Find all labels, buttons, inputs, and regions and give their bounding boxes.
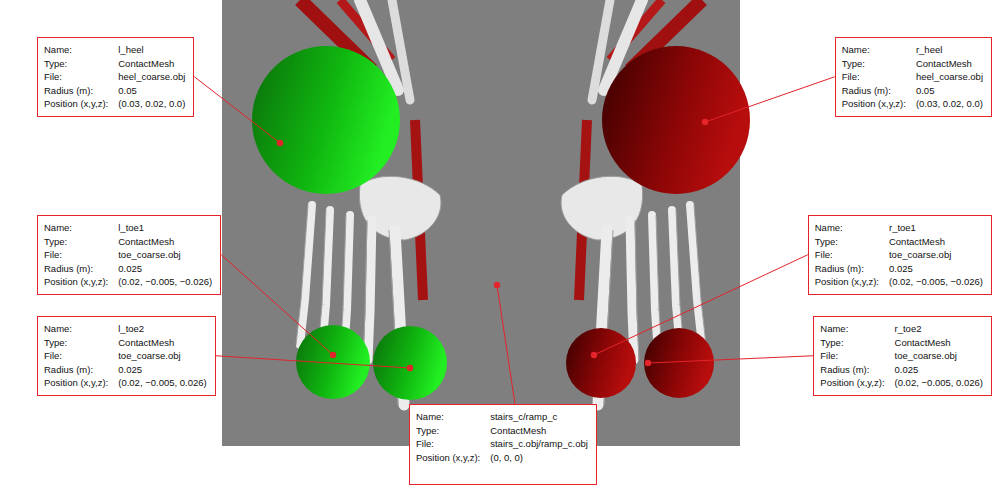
field-label: Name: [815,221,879,235]
field-value: (0, 0, 0) [490,451,588,465]
field-value: toe_coarse.obj [889,248,983,262]
callout-box: Name: r_heelType: ContactMeshFile: heel_coa… [835,37,992,117]
toe-sphere [373,326,447,400]
field-value: 0.025 [889,262,983,276]
field-label: File: [416,437,480,451]
field-label: Radius (m): [820,363,884,377]
leader-line [497,285,515,404]
leader-dot [645,360,651,366]
callout-box: Name: stairs_c/ramp_cType: ContactMeshFile… [409,404,597,485]
field-value: 0.025 [895,363,983,377]
field-value: r_heel [916,43,983,57]
field-label: Name: [820,322,884,336]
field-value: 0.025 [118,262,212,276]
field-label: Type: [44,336,108,350]
field-value: (0.03, 0.02, 0.0) [118,97,185,111]
field-label: File: [44,70,108,84]
leader-line [216,356,410,368]
toe-sphere [566,328,636,398]
field-label: Type: [416,424,480,438]
field-label: Position (x,y,z): [815,275,879,289]
heel-sphere [602,46,750,194]
leader-dot [407,365,413,371]
field-label: Position (x,y,z): [416,451,480,465]
field-label: Name: [842,43,906,57]
heel-sphere [252,46,400,194]
field-label: File: [815,248,879,262]
field-label: Radius (m): [44,84,108,98]
field-value: (0.03, 0.02, 0.0) [916,97,983,111]
field-label: Position (x,y,z): [842,97,906,111]
leader-line [221,255,333,355]
leader-dot [591,352,597,358]
field-label: Type: [44,57,108,71]
field-value: r_toe2 [895,322,983,336]
field-label: Type: [842,57,906,71]
leader-line [648,356,813,363]
field-value: r_toe1 [889,221,983,235]
field-value: ContactMesh [118,57,185,71]
field-label: File: [842,70,906,84]
field-label: File: [44,248,108,262]
leader-line [705,77,835,122]
callout-box: Name: l_toe2Type: ContactMeshFile: toe_coar… [37,316,216,396]
field-value: ContactMesh [118,235,212,249]
field-label: Position (x,y,z): [44,97,108,111]
field-value: 0.05 [118,84,185,98]
field-value: l_heel [118,43,185,57]
field-value: ContactMesh [889,235,983,249]
field-value: ContactMesh [895,336,983,350]
field-value: stairs_c/ramp_c [490,410,588,424]
field-label: File: [44,349,108,363]
leader-dot [494,282,500,288]
field-value: toe_coarse.obj [895,349,983,363]
field-value: heel_coarse.obj [916,70,983,84]
field-label: Name: [416,410,480,424]
field-value: l_toe2 [118,322,206,336]
field-label: Type: [820,336,884,350]
leader-line [594,255,808,355]
field-value: (0.02, −0.005, −0.026) [889,275,983,289]
field-label: Radius (m): [815,262,879,276]
field-value: 0.025 [118,363,206,377]
field-value: stairs_c.obj/ramp_c.obj [490,437,588,451]
field-label: Type: [44,235,108,249]
field-value: ContactMesh [490,424,588,438]
field-value: l_toe1 [118,221,212,235]
field-value: 0.05 [916,84,983,98]
field-value: (0.02, −0.005, −0.026) [118,275,212,289]
field-label: Name: [44,322,108,336]
field-label: Radius (m): [44,262,108,276]
callout-box: Name: r_toe1Type: ContactMeshFile: toe_coar… [808,215,992,295]
field-value: (0.02, −0.005, 0.026) [118,376,206,390]
leader-dot [277,140,283,146]
field-value: ContactMesh [916,57,983,71]
field-value: toe_coarse.obj [118,248,212,262]
field-label: File: [820,349,884,363]
field-label: Position (x,y,z): [44,376,108,390]
leader-line [194,77,280,143]
callout-box: Name: l_toe1Type: ContactMeshFile: toe_coar… [37,215,221,295]
field-value: ContactMesh [118,336,206,350]
leader-dot [330,352,336,358]
field-value: heel_coarse.obj [118,70,185,84]
field-label: Radius (m): [842,84,906,98]
field-value: toe_coarse.obj [118,349,206,363]
field-label: Name: [44,221,108,235]
leader-dot [702,119,708,125]
field-label: Radius (m): [44,363,108,377]
field-label: Name: [44,43,108,57]
field-value: (0.02, −0.005, 0.026) [895,376,983,390]
field-label: Position (x,y,z): [820,376,884,390]
field-label: Type: [815,235,879,249]
callout-box: Name: l_heelType: ContactMeshFile: heel_coa… [37,37,194,117]
field-label: Position (x,y,z): [44,275,108,289]
callout-box: Name: r_toe2Type: ContactMeshFile: toe_coar… [813,316,992,396]
